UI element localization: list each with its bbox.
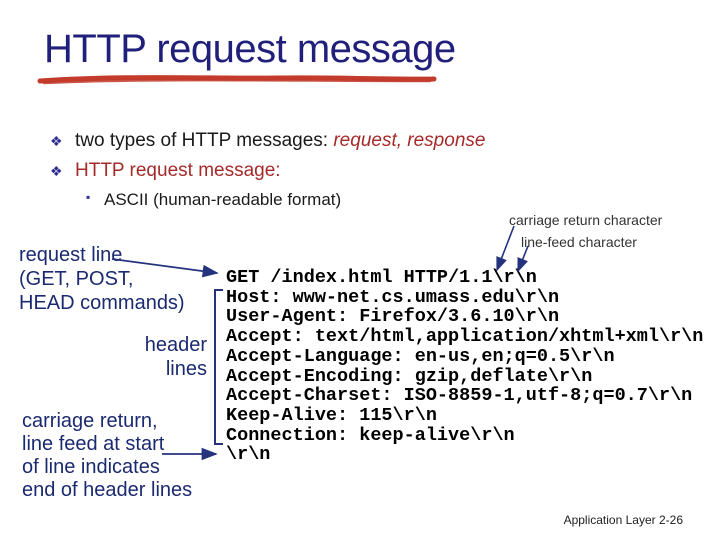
code-line: Accept-Charset: ISO-8859-1,utf-8;q=0.7\r… [226,385,693,407]
label-line: of line indicates [22,456,160,478]
label-line-feed-character: line-feed character [521,234,637,250]
page-title: HTTP request message [44,27,456,71]
label-line: line feed at start [22,433,165,455]
code-line: Accept-Encoding: gzip,deflate\r\n [226,365,593,387]
label-line: end of header lines [22,479,193,501]
square-bullet-icon: ▪ [86,190,91,204]
code-line: Host: www-net.cs.umass.edu\r\n [226,286,560,308]
diamond-bullet-icon: ❖ [50,163,63,179]
code-line: \r\n [226,444,271,466]
label-request-line: request line(GET, POST,HEAD commands) [19,243,185,315]
label-line: (GET, POST, [19,268,134,290]
code-line: Connection: keep-alive\r\n [226,424,515,446]
title-underline-stroke [37,75,437,85]
code-line: Accept: text/html,application/xhtml+xml\… [226,326,704,348]
label-line: request line [19,244,123,266]
bullet-two-types: two types of HTTP messages: request, res… [75,130,485,152]
code-line: Keep-Alive: 115\r\n [226,404,437,426]
bullet-http-request-message: HTTP request message: [75,160,281,181]
carriage-return-arrow [496,225,515,272]
slide-footer-page-number: Application Layer 2-26 [563,513,683,527]
diamond-bullet-icon: ❖ [50,133,63,149]
code-line: GET /index.html HTTP/1.1\r\n [226,267,537,288]
label-carriage-return-character: carriage return character [509,212,663,228]
bullet-ascii-format: ASCII (human-readable format) [104,190,342,209]
label-line: header [144,334,207,356]
label-line: lines [165,357,207,380]
code-line: User-Agent: Firefox/3.6.10\r\n [226,306,560,328]
label-line: HEAD commands) [19,292,185,314]
bullet-two-types-emphasis: request, response [333,130,486,151]
header-lines-bracket [214,289,223,445]
label-line: carriage return, [22,410,158,432]
bullet-two-types-text: two types of HTTP messages: [75,130,334,151]
code-line: Accept-Language: en-us,en;q=0.5\r\n [226,345,615,367]
